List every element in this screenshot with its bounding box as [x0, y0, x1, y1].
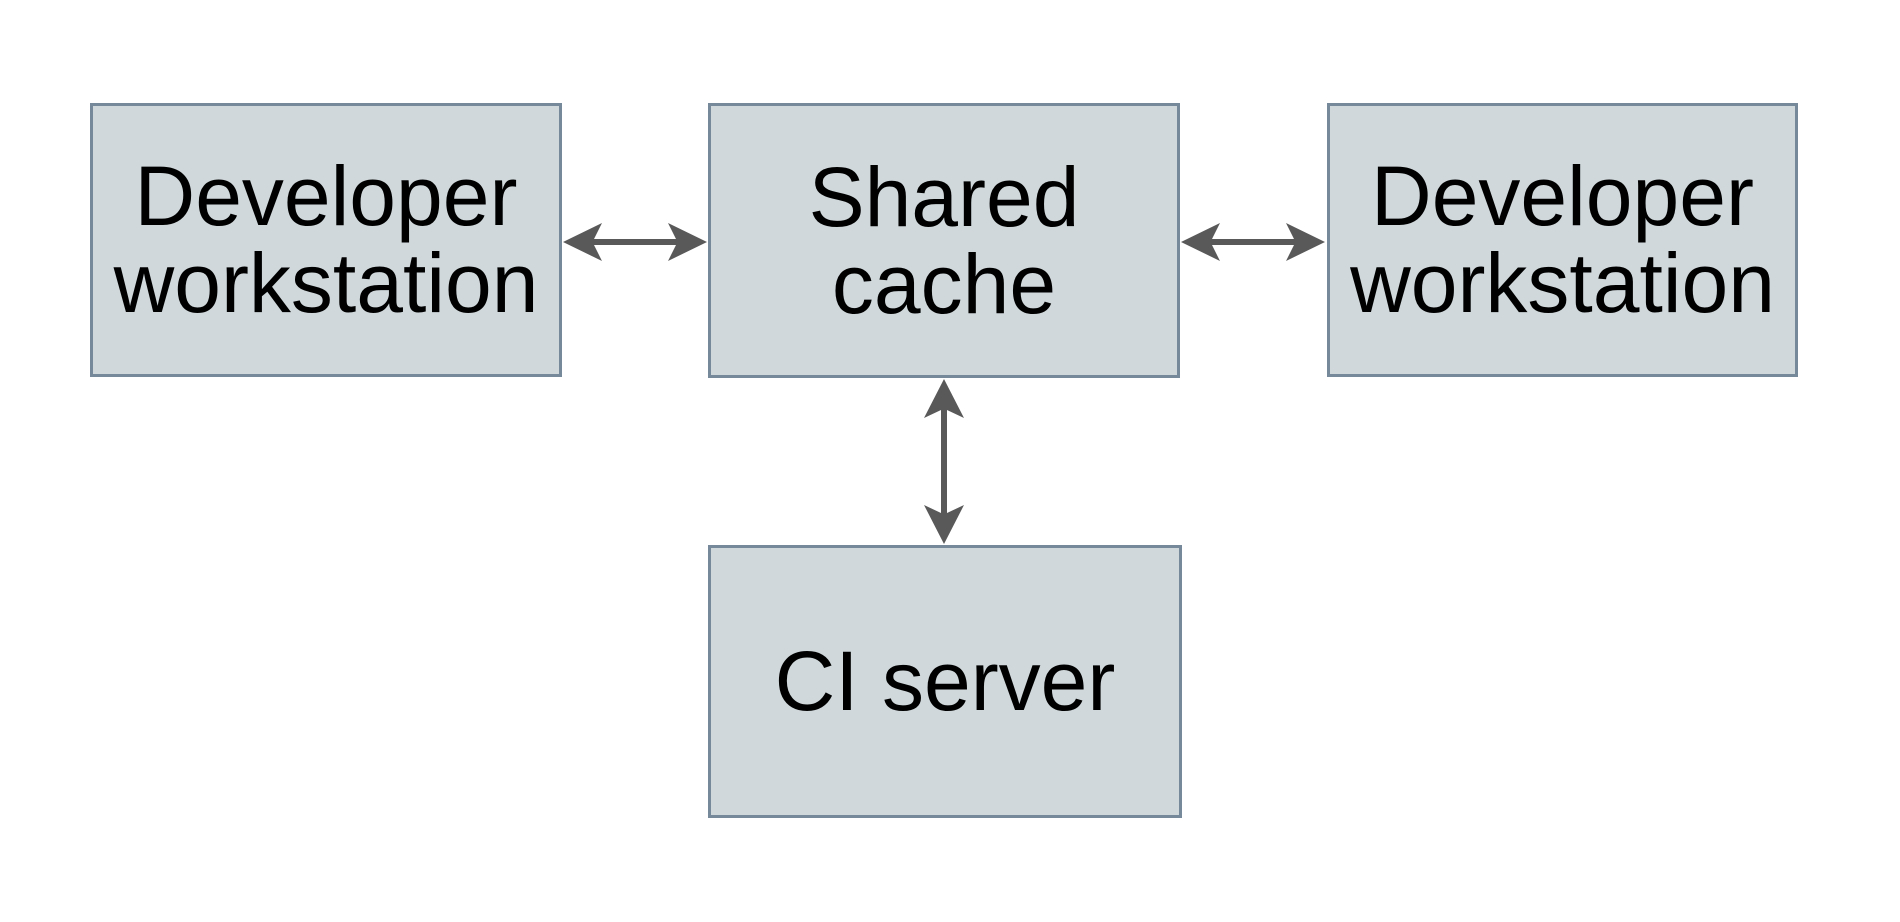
node-label: Developer workstation — [1350, 153, 1775, 327]
node-developer-workstation-right: Developer workstation — [1327, 103, 1798, 377]
node-label-line: workstation — [113, 236, 539, 330]
node-label-line: CI server — [774, 634, 1116, 728]
node-label: CI server — [775, 638, 1116, 725]
bidirectional-arrow-right-icon — [1181, 223, 1325, 261]
node-label-line: Developer — [1371, 149, 1754, 243]
node-ci-server: CI server — [708, 545, 1182, 818]
bidirectional-arrow-left-icon — [563, 223, 707, 261]
node-shared-cache: Shared cache — [708, 103, 1180, 378]
node-label: Developer workstation — [114, 153, 539, 327]
node-developer-workstation-left: Developer workstation — [90, 103, 562, 377]
node-label-line: cache — [831, 236, 1057, 331]
bidirectional-arrow-down-icon — [924, 379, 964, 544]
node-label: Shared cache — [808, 149, 1080, 331]
node-label-line: Shared — [808, 149, 1080, 244]
node-label-line: workstation — [1350, 236, 1775, 330]
node-label-line: Developer — [134, 149, 518, 243]
